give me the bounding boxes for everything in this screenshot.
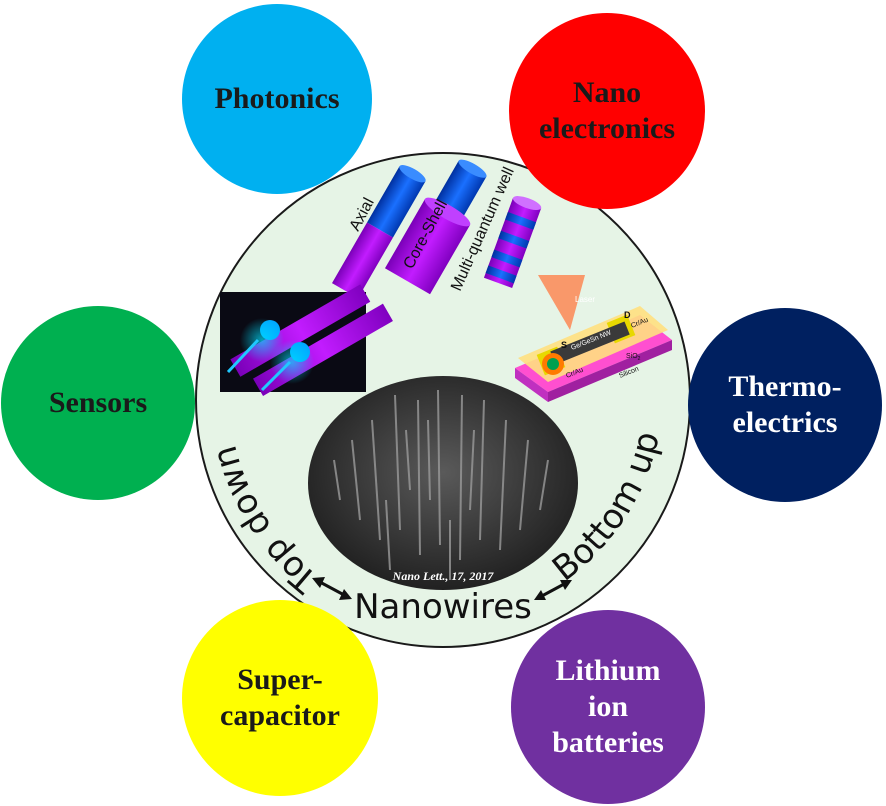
sensors-label: Sensors: [48, 386, 148, 419]
supercapacitor-line1: Super-: [237, 663, 323, 696]
oxide-text: SiO: [626, 353, 638, 360]
laser-label: Laser: [575, 295, 595, 304]
core-shell-nanowire: [384, 159, 487, 295]
drain-label: D: [624, 310, 631, 320]
citation-text: Nano Lett., 17, 2017: [392, 569, 495, 583]
lithium-batteries-bubble: Lithium ion batteries: [511, 610, 705, 804]
source-label: S: [561, 340, 567, 350]
photonics-label: Photonics: [214, 82, 340, 115]
supercapacitor-line2: capacitor: [220, 699, 340, 732]
oxide-subscript: 2: [638, 356, 641, 362]
nano-electronics-bubble: Nano electronics: [509, 13, 705, 209]
sensors-bubble: Sensors: [1, 306, 195, 500]
thermoelectrics-bubble: Thermo- electrics: [688, 308, 882, 502]
right-double-arrow: [534, 580, 572, 600]
multi-quantum-well-nanowire: [483, 196, 542, 289]
supercapacitor-bubble: Super- capacitor: [182, 600, 378, 796]
nanowires-title: Nanowires: [354, 587, 532, 627]
axial-nanowire: [332, 165, 426, 299]
nano-electronics-line2: electronics: [538, 112, 676, 145]
photonic-nanowire-image: [220, 284, 393, 396]
thermoelectrics-line2: electrics: [732, 406, 838, 439]
lithium-line3: batteries: [552, 726, 664, 759]
lithium-line2: ion: [587, 690, 629, 723]
oxide-label: SiO2: [626, 353, 641, 362]
thermoelectrics-line1: Thermo-: [728, 370, 842, 403]
device-schematic: Laser Ge/GeSn NW S D Cr/Au Cr/Au SiO2 Si…: [515, 275, 672, 402]
lithium-line1: Lithium: [555, 654, 661, 687]
nano-electronics-line1: Nano: [572, 76, 642, 109]
photonics-bubble: Photonics: [182, 4, 372, 194]
sem-nanowire-array-image: Nano Lett., 17, 2017: [308, 376, 578, 590]
left-double-arrow: [312, 577, 352, 600]
